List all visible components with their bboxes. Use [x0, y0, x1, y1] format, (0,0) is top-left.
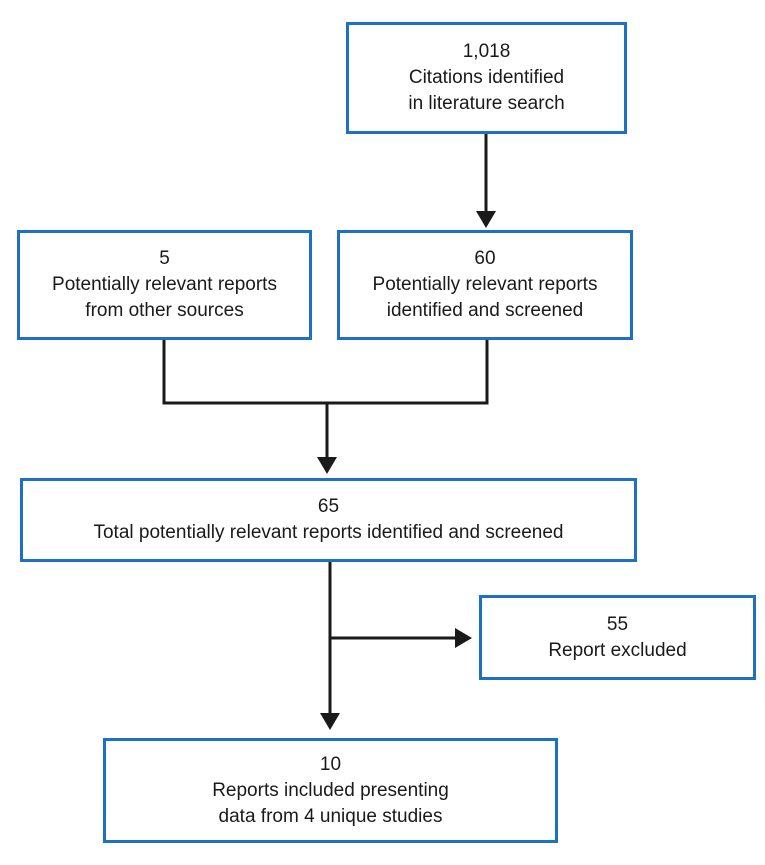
node-identified-screened: 60 Potentially relevant reports identifi… — [337, 230, 633, 340]
node-label-line: Report excluded — [548, 639, 687, 661]
node-label-line: identified and screened — [386, 300, 584, 321]
node-total-screened: 65 Total potentially relevant reports id… — [20, 478, 637, 562]
node-citations-identified: 1,018 Citations identified in literature… — [346, 22, 627, 134]
node-reports-included: 10 Reports included presenting data from… — [103, 738, 558, 843]
node-count: 60 — [474, 248, 496, 269]
node-reports-excluded: 55 Report excluded — [479, 595, 756, 680]
node-count: 5 — [159, 248, 170, 269]
arrow-total-to-excluded-head — [455, 628, 472, 648]
node-label-line: Potentially relevant reports — [52, 274, 277, 295]
node-label-line: Citations identified — [408, 67, 565, 88]
node-label-line: Reports included presenting — [212, 779, 449, 801]
arrow-total-to-included-head — [320, 713, 340, 730]
node-label-line: from other sources — [85, 300, 244, 321]
node-count: 10 — [319, 753, 342, 775]
node-label-line: Total potentially relevant reports ident… — [93, 522, 564, 543]
node-count: 1,018 — [462, 41, 511, 62]
node-label-line: Potentially relevant reports — [372, 274, 598, 295]
node-count: 55 — [606, 613, 629, 635]
arrow-merge-to-total-head — [317, 457, 337, 474]
node-other-sources: 5 Potentially relevant reports from othe… — [17, 230, 312, 340]
node-label-line: data from 4 unique studies — [218, 805, 443, 827]
node-label-line: in literature search — [408, 93, 565, 114]
node-count: 65 — [317, 496, 340, 517]
arrow-citations-to-screened-head — [476, 211, 496, 228]
